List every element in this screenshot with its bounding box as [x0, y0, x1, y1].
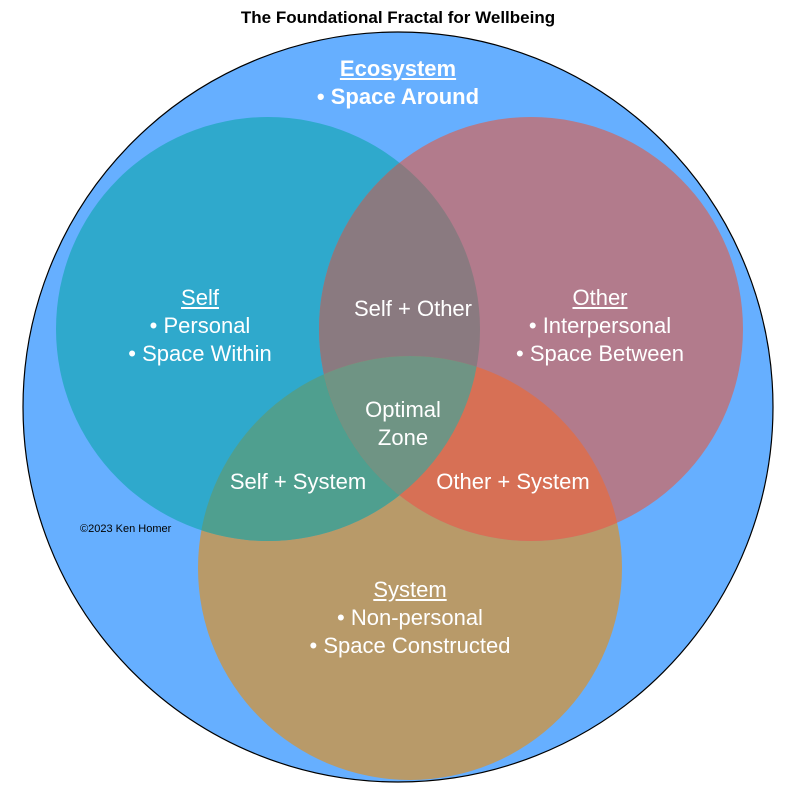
self-item-personal: • Personal [149, 313, 251, 338]
ecosystem-heading: Ecosystem [339, 56, 457, 81]
self-other-label: Self + Other [353, 296, 472, 321]
self-heading: Self [181, 285, 219, 310]
ecosystem-item: • Space Around [316, 84, 480, 109]
copyright-text: ©2023 Ken Homer [80, 523, 172, 535]
other-system-region [319, 356, 622, 541]
other-heading: Other [572, 285, 628, 310]
system-label: System • Non-personal • Space Constructe… [290, 576, 530, 660]
self-label: Self • Personal • Space Within [100, 284, 300, 368]
diagram-title: The Foundational Fractal for Wellbeing [240, 8, 556, 27]
other-item-interpersonal: • Interpersonal [528, 313, 672, 338]
other-system-label: Other + System [436, 469, 590, 494]
optimal-zone-line1: Optimal [365, 397, 441, 422]
self-item-space-within: • Space Within [128, 341, 272, 366]
ecosystem-label: Ecosystem • Space Around [298, 55, 498, 111]
system-item-space-constructed: • Space Constructed [309, 633, 511, 658]
system-item-non-personal: • Non-personal [337, 605, 483, 630]
optimal-zone-line2: Zone [377, 425, 429, 450]
other-label: Other • Interpersonal • Space Between [490, 284, 710, 368]
self-system-label: Self + System [229, 469, 367, 494]
system-heading: System [373, 577, 447, 602]
other-item-space-between: • Space Between [516, 341, 684, 366]
optimal-zone-label: Optimal Zone [343, 396, 463, 452]
self-system-region [198, 356, 480, 541]
